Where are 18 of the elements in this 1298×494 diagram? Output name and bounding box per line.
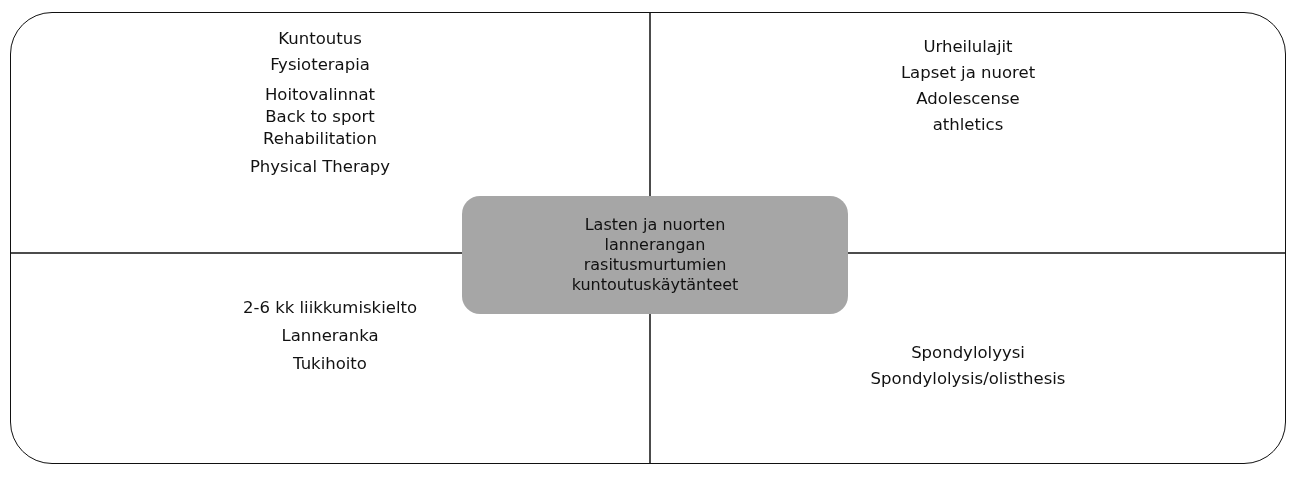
- keyword-text: Hoitovalinnat: [264, 84, 376, 104]
- topic-text: Lasten ja nuorten lannerangan rasitusmurtumien kuntoutuskäytänteet: [570, 215, 740, 295]
- keyword-text: Spondylolysis/olisthesis: [870, 368, 1066, 388]
- rounded-frame: [10, 12, 1286, 464]
- keyword-text: Rehabilitation: [263, 128, 377, 148]
- keyword-text: Lanneranka: [281, 325, 379, 345]
- keyword-text: athletics: [932, 114, 1004, 134]
- keyword-text: Spondylolyysi: [911, 342, 1025, 362]
- keyword-text: Adolescense: [916, 88, 1020, 108]
- topic-box: [462, 196, 848, 314]
- keyword-text: 2-6 kk liikkumiskielto: [242, 297, 418, 317]
- keyword-text: Kuntoutus: [278, 28, 362, 48]
- keyword-text: Urheilulajit: [923, 36, 1013, 56]
- keyword-text: Lapset ja nuoret: [900, 62, 1036, 82]
- keyword-text: Fysioterapia: [270, 54, 370, 74]
- keyword-text: Tukihoito: [293, 353, 367, 373]
- keyword-text: Back to sport: [265, 106, 375, 126]
- keyword-text: Physical Therapy: [249, 156, 391, 176]
